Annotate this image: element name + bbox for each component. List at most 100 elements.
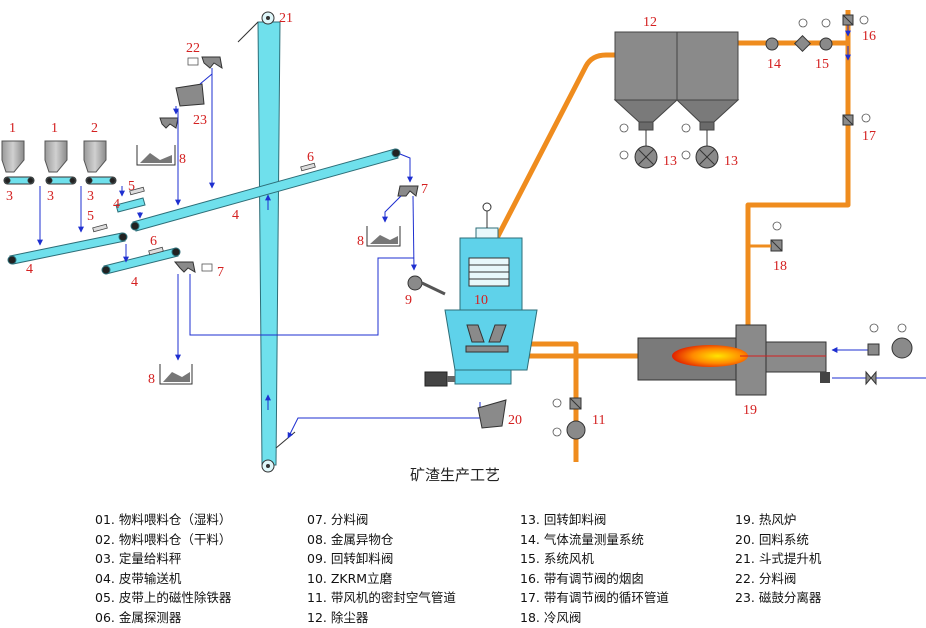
motor-symbols bbox=[552, 15, 907, 437]
num-6a: 6 bbox=[307, 150, 314, 165]
flow-measurement-14 bbox=[765, 37, 779, 51]
legend-item: 18. 冷风阀 bbox=[520, 609, 582, 625]
legend-item: 19. 热风炉 bbox=[735, 512, 797, 527]
magnetic-separator-upper bbox=[129, 186, 145, 196]
stack-damper-16 bbox=[842, 14, 854, 26]
belt-conveyors bbox=[7, 148, 401, 275]
collector-to-stack-pipe bbox=[738, 40, 851, 328]
magnetic-drum-23 bbox=[175, 83, 205, 107]
drum-hopper-23 bbox=[159, 117, 179, 129]
num-7b: 7 bbox=[217, 265, 224, 280]
dry-feed-hopper bbox=[83, 140, 107, 173]
legend-item: 02. 物料喂料仓（干料） bbox=[95, 531, 232, 547]
system-fan-15 bbox=[794, 35, 833, 52]
num-2: 2 bbox=[91, 121, 98, 136]
legend-item: 20. 回料系统 bbox=[735, 531, 809, 547]
conveyor-short-upper bbox=[115, 197, 146, 213]
num-18: 18 bbox=[773, 259, 787, 274]
legend-item: 11. 带风机的密封空气管道 bbox=[307, 590, 456, 606]
legend-item: 13. 回转卸料阀 bbox=[520, 512, 607, 527]
num-12: 12 bbox=[643, 15, 657, 30]
diverter-22 bbox=[201, 56, 223, 70]
wet-feed-hopper-2 bbox=[44, 140, 68, 173]
weigh-feeders bbox=[3, 176, 117, 185]
legend-item: 16. 带有调节阀的烟囱 bbox=[520, 570, 644, 586]
legend-item: 15. 系统风机 bbox=[520, 551, 594, 567]
diverter-valves bbox=[159, 56, 419, 273]
legend-item: 14. 气体流量测量系统 bbox=[520, 531, 644, 547]
num-17: 17 bbox=[862, 129, 876, 144]
magnetic-separator-lower bbox=[92, 223, 108, 233]
num-20: 20 bbox=[508, 413, 522, 428]
hot-air-furnace bbox=[637, 324, 827, 396]
num-21: 21 bbox=[279, 11, 293, 26]
num-4d: 4 bbox=[131, 275, 138, 290]
num-1b: 1 bbox=[51, 121, 58, 136]
num-5b: 5 bbox=[87, 209, 94, 224]
legend-item: 08. 金属异物仓 bbox=[307, 531, 394, 547]
conveyor-lower-middle bbox=[103, 247, 179, 275]
legend-item: 22. 分料阀 bbox=[735, 570, 797, 586]
num-6b: 6 bbox=[150, 234, 157, 249]
num-11: 11 bbox=[592, 413, 605, 428]
num-19: 19 bbox=[743, 403, 757, 418]
feed-hoppers bbox=[1, 140, 107, 173]
num-4a: 4 bbox=[26, 262, 33, 277]
num-4b: 4 bbox=[113, 197, 120, 212]
material-flow-lines bbox=[37, 68, 481, 439]
num-16: 16 bbox=[862, 29, 876, 44]
legend-item: 23. 磁鼓分离器 bbox=[735, 590, 822, 606]
legend-item: 12. 除尘器 bbox=[307, 609, 369, 625]
num-13b: 13 bbox=[724, 154, 738, 169]
process-diagram: 1 1 2 3 3 3 4 4 4 4 5 5 6 6 7 7 8 8 8 9 … bbox=[1, 10, 926, 484]
cold-air-valve-18 bbox=[748, 239, 783, 252]
metal-detector-lower bbox=[148, 246, 164, 256]
legend-column-4: 19. 热风炉 20. 回料系统 21. 斗式提升机 22. 分料阀 23. 磁… bbox=[735, 510, 821, 608]
legend-item: 05. 皮带上的磁性除铁器 bbox=[95, 590, 232, 606]
flame bbox=[672, 345, 748, 367]
legend-item: 07. 分料阀 bbox=[307, 512, 369, 527]
zkrm-vertical-mill bbox=[444, 202, 538, 385]
num-8c: 8 bbox=[148, 372, 155, 387]
legend-column-2: 07. 分料阀 08. 金属异物仓 09. 回转卸料阀 10. ZKRM立磨 1… bbox=[307, 510, 456, 628]
legend-item: 17. 带有调节阀的循环管道 bbox=[520, 590, 669, 606]
legend: 01. 物料喂料仓（湿料） 02. 物料喂料仓（干料） 03. 定量给料秤 04… bbox=[95, 510, 895, 625]
num-9: 9 bbox=[405, 293, 412, 308]
legend-item: 06. 金属探测器 bbox=[95, 609, 182, 625]
legend-item: 03. 定量给料秤 bbox=[95, 551, 182, 567]
metal-detector-long bbox=[300, 162, 316, 172]
dust-collector bbox=[613, 31, 740, 131]
rotary-discharge-valves-13 bbox=[634, 130, 719, 169]
diagram-caption: 矿渣生产工艺 bbox=[410, 466, 500, 484]
legend-item: 10. ZKRM立磨 bbox=[307, 570, 393, 586]
wet-feed-hopper-1 bbox=[1, 140, 25, 173]
num-8b: 8 bbox=[357, 234, 364, 249]
component-numbers: 1 1 2 3 3 3 4 4 4 4 5 5 6 6 7 7 8 8 8 9 … bbox=[6, 11, 876, 428]
seal-air-fan-11 bbox=[566, 397, 586, 440]
diverter-7-upper bbox=[397, 185, 419, 197]
return-system-20 bbox=[477, 399, 507, 429]
legend-item: 01. 物料喂料仓（湿料） bbox=[95, 512, 232, 527]
num-15: 15 bbox=[815, 57, 829, 72]
rotary-valve-9 bbox=[407, 275, 446, 296]
conveyor-lower-left bbox=[9, 232, 126, 265]
diverter-7-lower bbox=[173, 261, 196, 273]
num-3c: 3 bbox=[87, 189, 94, 204]
num-4c: 4 bbox=[232, 208, 239, 223]
num-23: 23 bbox=[193, 113, 207, 128]
bucket-elevator bbox=[237, 11, 296, 473]
num-1a: 1 bbox=[9, 121, 16, 136]
legend-item: 04. 皮带输送机 bbox=[95, 570, 182, 586]
num-14: 14 bbox=[767, 57, 781, 72]
mill-motor bbox=[424, 371, 455, 387]
recirculation-damper-17 bbox=[842, 114, 854, 126]
num-5a: 5 bbox=[128, 179, 135, 194]
legend-column-3: 13. 回转卸料阀 14. 气体流量测量系统 15. 系统风机 16. 带有调节… bbox=[520, 510, 669, 628]
num-13a: 13 bbox=[663, 154, 677, 169]
num-3b: 3 bbox=[47, 189, 54, 204]
num-3a: 3 bbox=[6, 189, 13, 204]
legend-column-1: 01. 物料喂料仓（湿料） 02. 物料喂料仓（干料） 03. 定量给料秤 04… bbox=[95, 510, 231, 628]
mill-to-dust-collector-pipe bbox=[493, 52, 622, 242]
num-22: 22 bbox=[186, 41, 200, 56]
burner-air-line bbox=[820, 337, 926, 386]
